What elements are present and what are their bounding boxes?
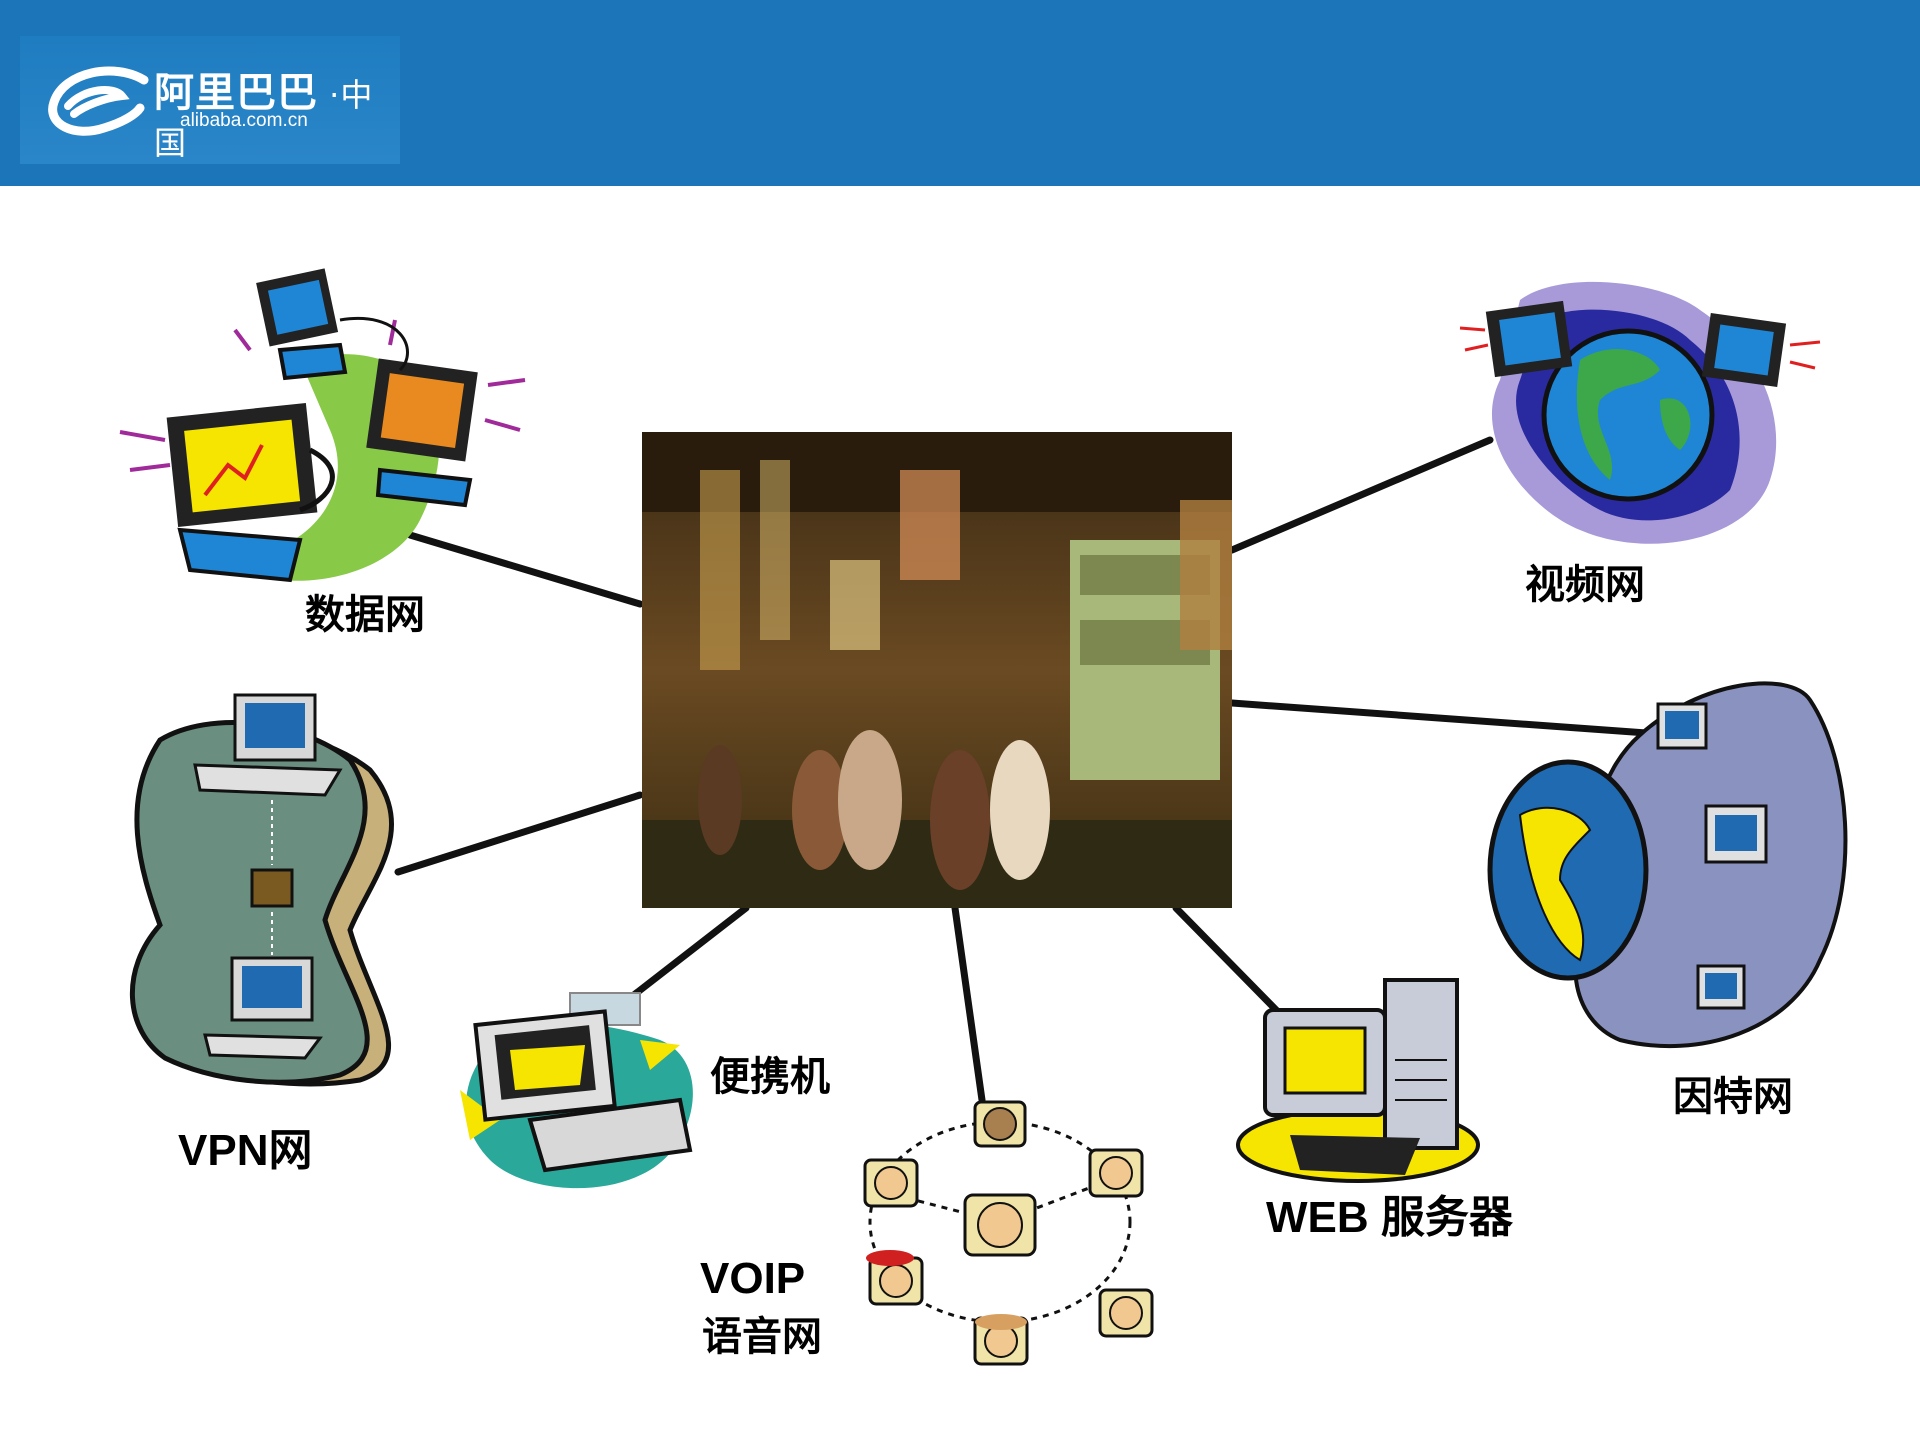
label-internet: 因特网	[1673, 1073, 1793, 1120]
data-network-icon[interactable]	[119, 268, 526, 583]
voip-network-icon[interactable]	[863, 1100, 1154, 1366]
header-bar: 阿里巴巴 ·中国 alibaba.com.cn	[0, 0, 1920, 186]
link-internet	[1228, 699, 1664, 738]
label-laptop: 便携机	[710, 1053, 830, 1100]
label-data-net: 数据网	[305, 591, 425, 638]
internet-icon[interactable]	[1487, 681, 1848, 1049]
link-video-net	[1228, 436, 1494, 554]
alibaba-logo[interactable]: 阿里巴巴 ·中国 alibaba.com.cn	[20, 36, 400, 164]
connector-lines	[394, 436, 1664, 1104]
link-laptop	[626, 904, 750, 1002]
link-vpn	[394, 791, 644, 876]
label-voip-line1: VOIP	[700, 1254, 805, 1303]
label-video-net: 视频网	[1525, 561, 1645, 608]
label-voip-line2: 语音网	[702, 1313, 822, 1360]
logo-chinese-text: 阿里巴巴 ·中国	[154, 60, 400, 164]
logo-name: 阿里巴巴	[154, 70, 318, 116]
link-web-server	[1172, 904, 1290, 1024]
logo-country: ·中国	[154, 76, 374, 162]
label-web-server: WEB 服务器	[1266, 1193, 1514, 1242]
link-data-net	[406, 531, 644, 608]
link-voip	[951, 904, 986, 1104]
alibaba-e-logo-icon	[48, 66, 149, 136]
vpn-network-icon[interactable]	[130, 693, 394, 1087]
video-network-icon[interactable]	[1459, 281, 1821, 544]
web-server-icon[interactable]	[1236, 978, 1480, 1183]
street-photo-image	[642, 432, 1232, 908]
logo-url: alibaba.com.cn	[180, 110, 308, 131]
label-vpn-net: VPN网	[178, 1126, 312, 1175]
laptop-icon[interactable]	[460, 992, 693, 1189]
